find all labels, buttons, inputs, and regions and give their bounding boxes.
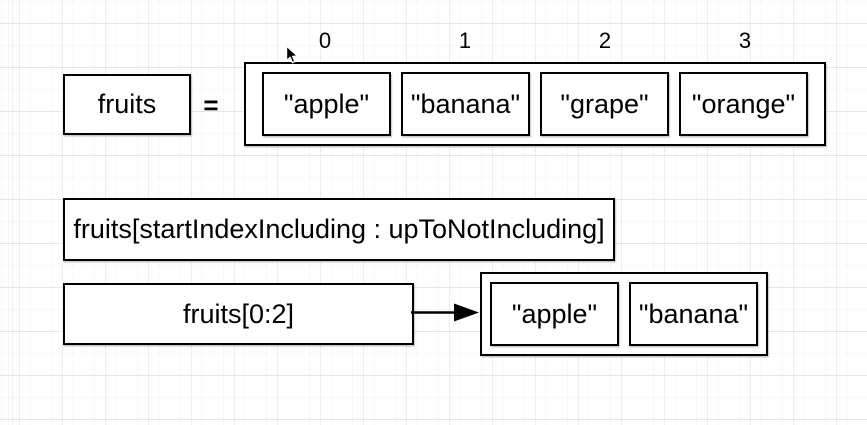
index-label-0: 0 [318, 28, 332, 53]
array-cell-0[interactable]: "apple" [262, 72, 391, 136]
array-container[interactable]: "apple" "banana" "grape" "orange" [244, 62, 826, 146]
index-labels-row: 0 1 2 3 [244, 28, 826, 54]
index-label-3: 3 [738, 28, 752, 53]
result-arrow[interactable] [410, 300, 482, 326]
mouse-pointer-icon [285, 45, 299, 64]
array-item-label: "grape" [560, 88, 649, 119]
index-label-2: 2 [598, 28, 612, 53]
slice-syntax-label: fruits[startIndexIncluding : upToNotIncl… [73, 214, 605, 244]
variable-box[interactable]: fruits [63, 74, 191, 135]
slice-syntax-box[interactable]: fruits[startIndexIncluding : upToNotIncl… [63, 198, 615, 261]
result-item-label: "banana" [638, 298, 749, 329]
array-item-label: "orange" [691, 88, 796, 119]
result-cell-1[interactable]: "banana" [629, 282, 758, 346]
array-cell-1[interactable]: "banana" [401, 72, 530, 136]
index-label-1: 1 [458, 28, 472, 53]
array-item-label: "apple" [283, 88, 370, 119]
array-cell-2[interactable]: "grape" [540, 72, 669, 136]
array-cell-3[interactable]: "orange" [679, 72, 808, 136]
slice-expression-box[interactable]: fruits[0:2] [63, 283, 414, 345]
slice-expression-label: fruits[0:2] [182, 298, 295, 329]
variable-label: fruits [97, 89, 157, 119]
result-container[interactable]: "apple" "banana" [480, 272, 768, 356]
array-item-label: "banana" [410, 88, 521, 119]
equals-sign: = [203, 89, 219, 120]
result-item-label: "apple" [511, 298, 598, 329]
result-cell-0[interactable]: "apple" [490, 282, 619, 346]
